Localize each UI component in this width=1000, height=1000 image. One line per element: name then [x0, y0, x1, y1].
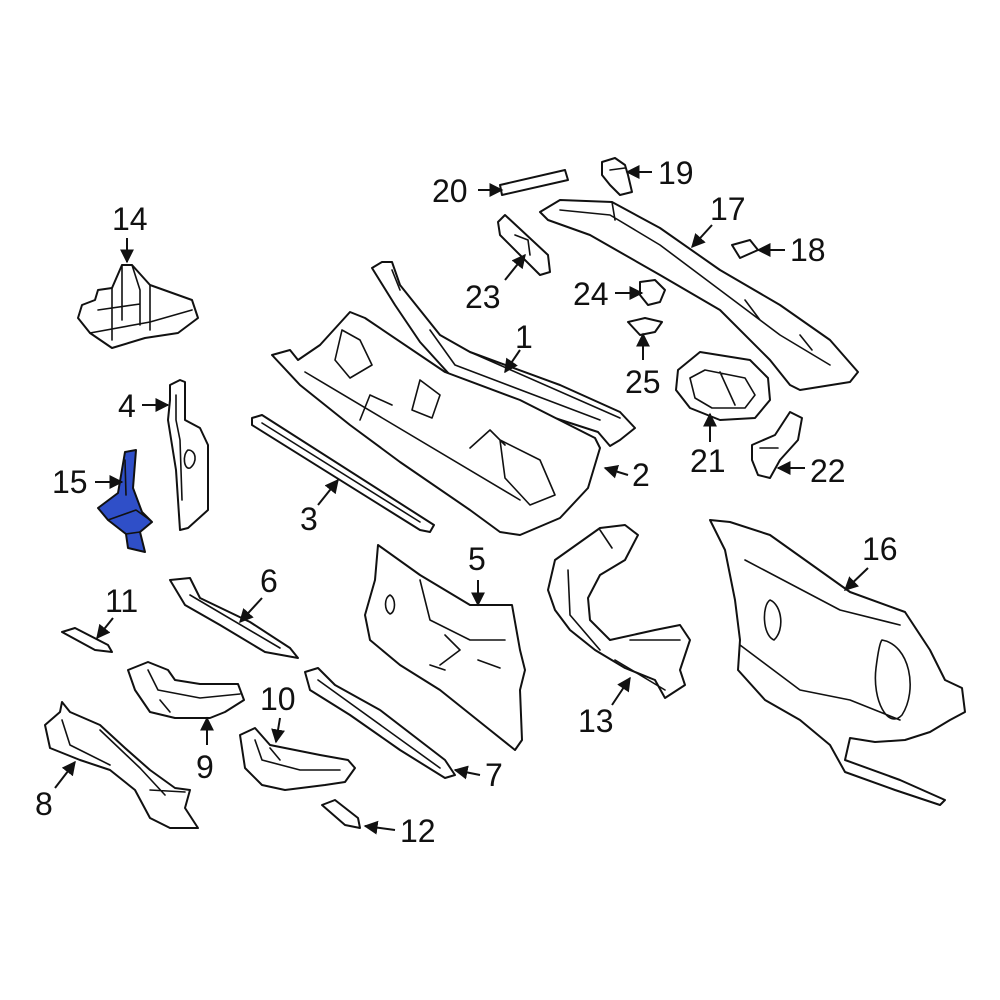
callout-25: 25 [625, 364, 661, 400]
callout-16: 16 [862, 531, 898, 567]
callout-23: 23 [465, 279, 501, 315]
part-19[interactable] [601, 157, 633, 196]
callout-14: 14 [112, 201, 148, 237]
callout-11: 11 [105, 583, 138, 619]
callout-24: 24 [573, 276, 609, 312]
part-17[interactable] [539, 199, 859, 391]
part-24[interactable] [639, 279, 666, 306]
part-20[interactable] [499, 169, 569, 196]
part-6[interactable] [169, 577, 299, 659]
callout-8: 8 [35, 786, 53, 822]
callout-19: 19 [658, 155, 694, 191]
leader-lines [54, 165, 869, 835]
callout-12: 12 [400, 813, 436, 849]
part-13[interactable] [547, 524, 691, 699]
callout-7: 7 [485, 757, 503, 793]
part-21[interactable] [675, 351, 771, 421]
callout-17: 17 [710, 191, 746, 227]
part-11[interactable] [61, 627, 113, 653]
callout-3: 3 [300, 501, 318, 537]
part-9[interactable] [127, 661, 245, 719]
part-4[interactable] [167, 379, 209, 531]
callout-18: 18 [790, 232, 826, 268]
callout-6: 6 [260, 563, 278, 599]
part-12[interactable] [321, 799, 361, 829]
part-14[interactable] [77, 264, 199, 349]
callout-4: 4 [118, 388, 136, 424]
callout-22: 22 [810, 453, 846, 489]
part-23[interactable] [497, 214, 551, 276]
callout-9: 9 [196, 749, 214, 785]
callout-20: 20 [432, 173, 468, 209]
part-3[interactable] [251, 414, 435, 533]
callout-2: 2 [632, 457, 650, 493]
part-15[interactable] [97, 449, 153, 553]
part-5[interactable] [364, 544, 526, 751]
callout-1: 1 [515, 319, 533, 355]
part-25[interactable] [627, 317, 663, 336]
part-1[interactable] [371, 261, 636, 447]
part-18[interactable] [731, 239, 759, 259]
callout-21: 21 [690, 443, 726, 479]
part-8[interactable] [44, 701, 199, 829]
callout-10: 10 [260, 681, 296, 717]
callout-15: 15 [52, 464, 88, 500]
part-15-shape [97, 449, 153, 553]
part-2[interactable] [271, 311, 601, 536]
callout-13: 13 [578, 703, 614, 739]
part-10[interactable] [239, 727, 356, 791]
part-16[interactable] [709, 519, 966, 806]
callout-5: 5 [468, 541, 486, 577]
part-22[interactable] [751, 411, 803, 479]
callout-labels: 14 1 2 3 4 5 6 7 8 9 10 11 12 13 15 16 1… [35, 155, 898, 849]
